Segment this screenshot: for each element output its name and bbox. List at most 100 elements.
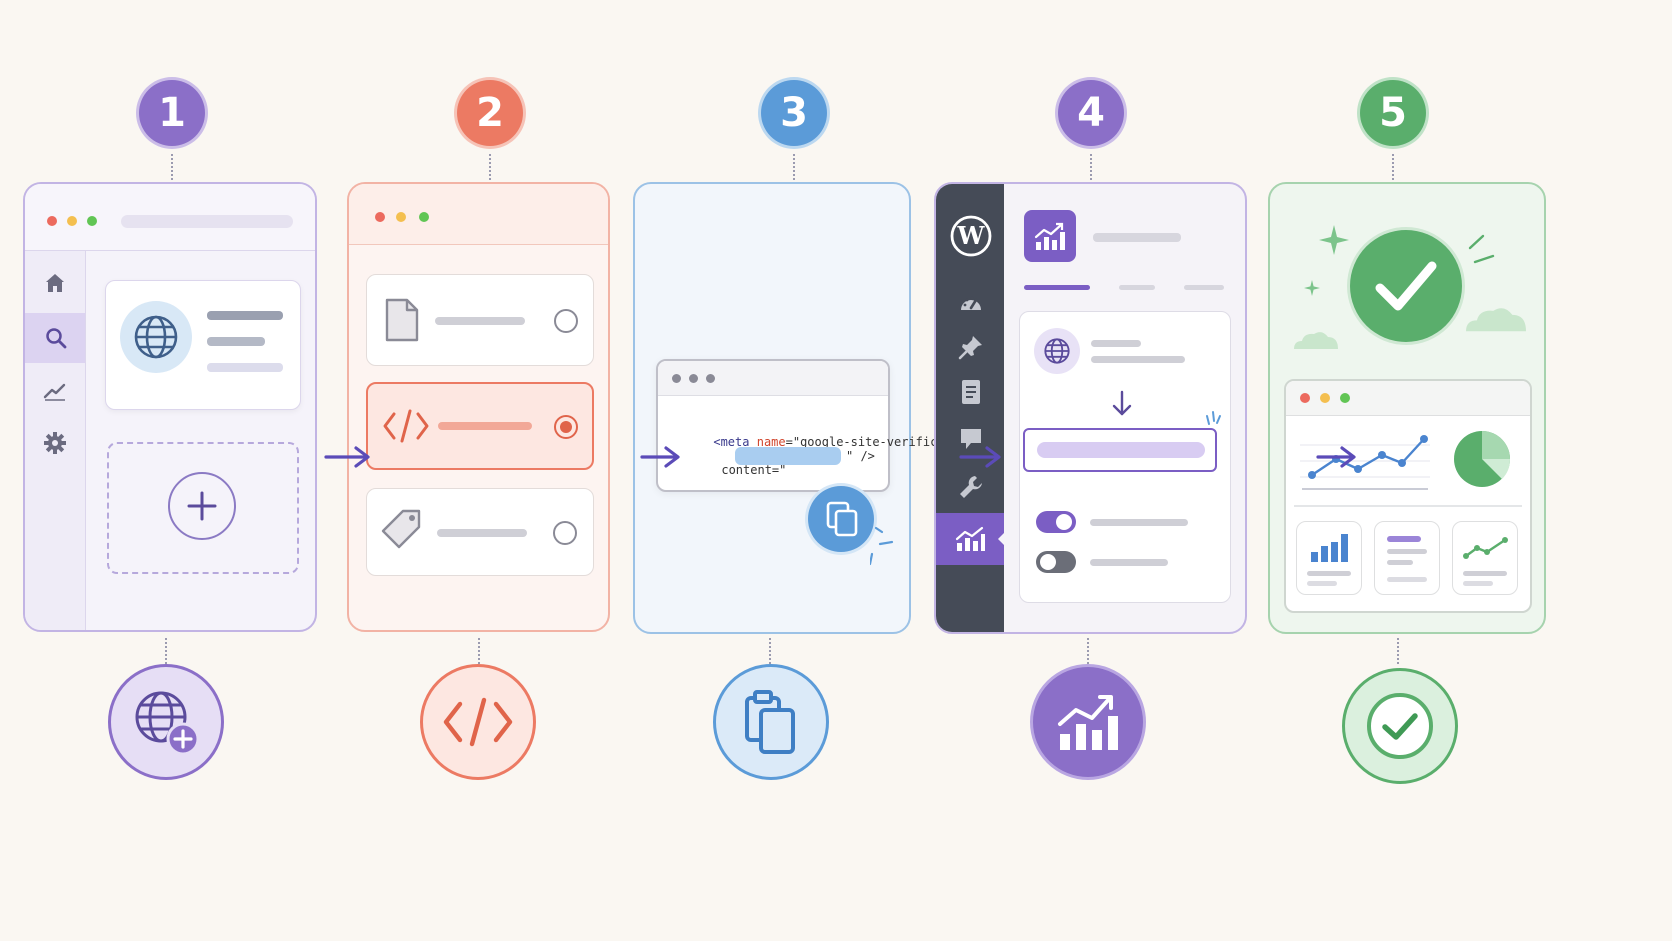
analytics-icon: [1058, 695, 1118, 750]
window-titlebar: [349, 184, 608, 245]
method-option-file[interactable]: [366, 274, 594, 366]
click-burst-icon: [870, 526, 894, 566]
sparkle-icon: [1304, 280, 1320, 296]
tab-active[interactable]: [1024, 285, 1090, 290]
yellow-dot-icon: [67, 216, 77, 226]
sparkle-icon: [1319, 225, 1349, 255]
pie-icon: [1454, 431, 1511, 487]
card-line: [207, 311, 283, 320]
code-close: " />: [846, 449, 875, 463]
plugin-title-line: [1093, 233, 1181, 242]
globe-add-icon: [135, 691, 200, 756]
step1-summary-icon: [108, 664, 224, 780]
sidebar-item-analytics[interactable]: [936, 513, 1004, 565]
arrow-right-icon: [640, 446, 680, 468]
connector-top-5: [1392, 154, 1394, 180]
method-option-tag[interactable]: [366, 488, 594, 576]
cloud-icon: [1294, 332, 1338, 349]
plugin-logo: [1024, 210, 1076, 262]
gear-icon[interactable]: [43, 431, 67, 455]
step5-summary-icon: [1342, 668, 1458, 784]
check-icon: [1382, 713, 1418, 740]
dashboard-icon[interactable]: [958, 290, 984, 314]
trend-icon[interactable]: [43, 379, 67, 403]
file-icon: [385, 298, 419, 342]
divider: [1294, 505, 1522, 507]
code-attr-name: name: [756, 435, 786, 449]
yellow-dot-icon: [1320, 393, 1330, 403]
cloud-icon: [1466, 308, 1526, 332]
property-card[interactable]: [105, 280, 301, 410]
red-dot-icon: [47, 216, 57, 226]
search-icon: [46, 328, 67, 349]
connector-top-1: [171, 154, 173, 180]
globe-icon: [1044, 338, 1070, 364]
window-titlebar: [1286, 381, 1530, 416]
pasted-code: [1037, 442, 1205, 458]
snippet-titlebar: [658, 361, 888, 396]
pin-icon[interactable]: [958, 334, 984, 360]
meta-tag-line-1[interactable]: <meta name="google-site-verification": [670, 421, 980, 463]
connector-top-3: [793, 154, 795, 180]
green-dot-icon: [419, 212, 429, 222]
step-badge-3: 3: [761, 80, 827, 146]
code-tag-open: <meta: [713, 435, 757, 449]
step-badge-2: 2: [457, 80, 523, 146]
card-line: [207, 363, 283, 372]
svg-text:W: W: [957, 221, 986, 250]
radio-unchecked[interactable]: [553, 521, 577, 545]
toggle-on[interactable]: [1036, 511, 1076, 533]
verification-code-input[interactable]: [1023, 428, 1217, 472]
globe-icon-wrap: [120, 301, 192, 373]
code-snippet-window: <meta name="google-site-verification" co…: [656, 359, 981, 492]
sidebar-item-search[interactable]: [25, 313, 85, 363]
meta-tag-line-2[interactable]: content=": [678, 449, 786, 491]
step1-panel: [23, 182, 317, 632]
home-icon[interactable]: [43, 271, 67, 295]
mini-card-trend: [1452, 521, 1518, 595]
success-check: [1350, 230, 1462, 342]
method-option-html-tag[interactable]: [366, 382, 594, 470]
paste-burst-icon: [1206, 411, 1221, 425]
connector-bottom-1: [165, 638, 167, 664]
code-icon: [383, 409, 429, 443]
radio-checked[interactable]: [554, 415, 578, 439]
add-property-dropzone[interactable]: [107, 442, 299, 574]
step-badge-1: 1: [139, 80, 205, 146]
card-line: [1091, 356, 1185, 363]
step3-summary-icon: [713, 664, 829, 780]
arrow-down-icon: [1112, 390, 1132, 416]
code-icon: [443, 697, 513, 747]
red-dot-icon: [375, 212, 385, 222]
option-line: [438, 422, 532, 430]
copy-icon: [826, 501, 858, 537]
wordpress-icon[interactable]: W: [950, 215, 992, 257]
globe-icon-wrap: [1034, 328, 1080, 374]
window-titlebar: [25, 184, 315, 251]
page-icon[interactable]: [960, 378, 982, 406]
tab[interactable]: [1184, 285, 1224, 290]
step4-summary-icon: [1030, 664, 1146, 780]
connector-top-4: [1090, 154, 1092, 180]
step5-panel: [1268, 182, 1546, 634]
step-badge-5: 5: [1360, 80, 1426, 146]
option-line: [437, 529, 527, 537]
tab[interactable]: [1119, 285, 1155, 290]
check-icon: [1375, 261, 1437, 311]
globe-icon: [134, 315, 178, 359]
toggle-off[interactable]: [1036, 551, 1076, 573]
sidebar: [25, 251, 86, 630]
connector-top-2: [489, 154, 491, 180]
toggle-line: [1090, 559, 1168, 566]
verification-code-highlight[interactable]: [735, 447, 841, 465]
radiant-lines-icon: [1468, 234, 1495, 264]
radio-unchecked[interactable]: [554, 309, 578, 333]
arrow-right-icon: [324, 446, 370, 468]
connector-bottom-4: [1087, 638, 1089, 664]
copy-button[interactable]: [808, 486, 874, 552]
comment-icon[interactable]: [958, 426, 984, 452]
code-content-label: content=": [721, 463, 787, 477]
connector-bottom-2: [478, 638, 480, 664]
analytics-icon: [1034, 222, 1065, 250]
wrench-icon[interactable]: [958, 474, 984, 500]
